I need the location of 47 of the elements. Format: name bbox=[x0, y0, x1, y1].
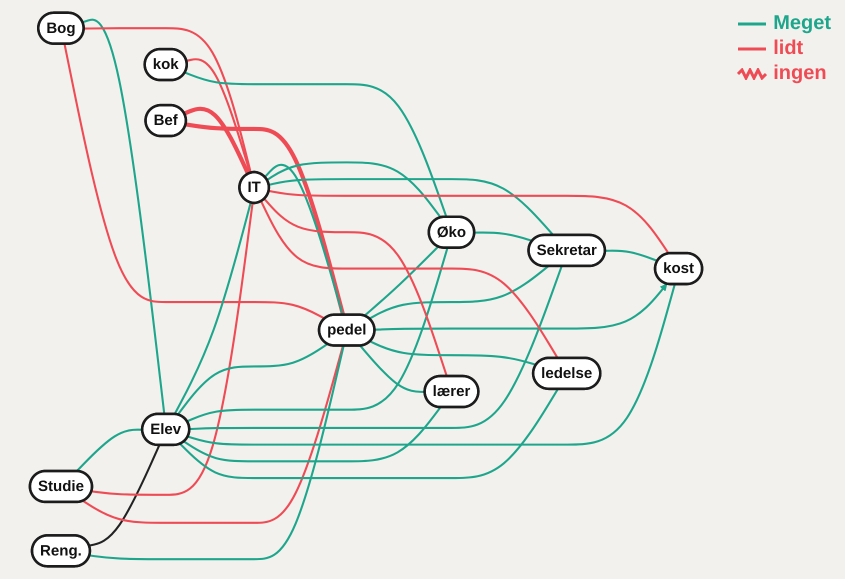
connector-line bbox=[89, 444, 160, 547]
connector-line bbox=[174, 202, 252, 415]
connector-line bbox=[64, 44, 326, 320]
ellipse-node: kok bbox=[143, 48, 188, 82]
connector-line bbox=[84, 27, 252, 174]
legend-label: lidt bbox=[773, 37, 804, 60]
connector-line bbox=[186, 58, 252, 174]
ellipse-node: Sekretar bbox=[527, 234, 606, 268]
ellipse-node: kost bbox=[654, 252, 704, 286]
ellipse-node: Elev bbox=[140, 412, 190, 446]
connector-line bbox=[184, 72, 448, 218]
ellipse-node: Øko bbox=[428, 216, 476, 249]
ellipse-node: Reng. bbox=[30, 534, 92, 568]
connector-line bbox=[374, 284, 668, 331]
connector-line bbox=[605, 250, 658, 262]
connector-line bbox=[368, 265, 549, 320]
connector-line bbox=[268, 190, 670, 254]
connector-line bbox=[186, 122, 346, 316]
ellipse-node: lærer bbox=[423, 374, 480, 408]
connector-line bbox=[264, 198, 448, 377]
connector-line bbox=[92, 202, 254, 496]
connector-line bbox=[76, 428, 143, 472]
connector-line bbox=[190, 266, 563, 430]
connector-line bbox=[186, 248, 448, 422]
ellipse-node: pedel bbox=[318, 313, 376, 347]
ellipse-node: Studie bbox=[28, 470, 94, 504]
connector-line bbox=[188, 284, 676, 446]
connector-line bbox=[184, 106, 250, 176]
legend-label: ingen bbox=[773, 62, 827, 85]
ellipse-node: Bef bbox=[144, 104, 188, 138]
ellipse-node: IT bbox=[238, 170, 270, 204]
ellipse-node: ledelse bbox=[532, 356, 602, 390]
connector-line bbox=[474, 231, 533, 242]
ellipse-node: Bog bbox=[37, 11, 85, 45]
connector-line bbox=[264, 164, 344, 316]
connector-line bbox=[180, 388, 559, 480]
connector-line bbox=[360, 345, 426, 393]
connector-line bbox=[364, 246, 439, 317]
connector-line bbox=[82, 18, 166, 414]
connector-line bbox=[266, 161, 442, 218]
connector-line bbox=[184, 406, 442, 462]
connector-line bbox=[90, 346, 345, 560]
connector-line bbox=[260, 201, 559, 359]
connector-line bbox=[82, 346, 344, 524]
connector-line bbox=[176, 343, 328, 416]
connector-line bbox=[370, 340, 537, 366]
legend-label: Meget bbox=[773, 12, 831, 35]
